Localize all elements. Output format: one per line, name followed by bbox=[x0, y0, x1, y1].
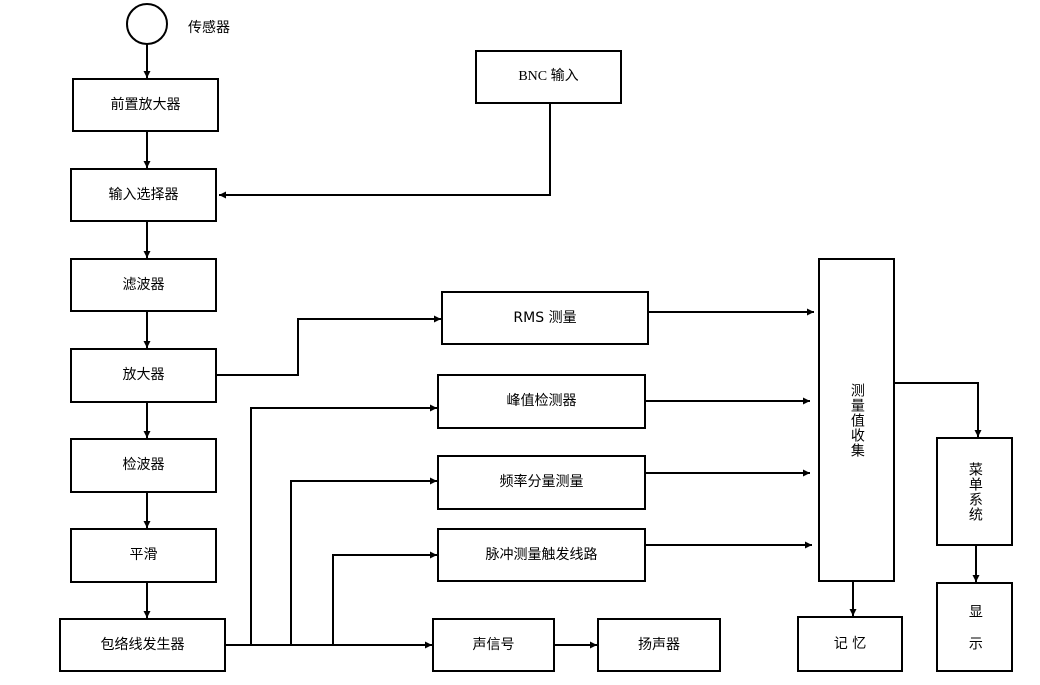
bnc-input-label: BNC 输入 bbox=[518, 68, 579, 84]
display-block: 显 示 bbox=[936, 582, 1013, 672]
rms-measure-label: RMS 测量 bbox=[513, 309, 577, 326]
speaker-block: 扬声器 bbox=[597, 618, 721, 672]
arrow-bnc-selector bbox=[219, 104, 551, 199]
sensor-label: 传感器 bbox=[188, 20, 230, 36]
input-selector-label: 输入选择器 bbox=[108, 186, 179, 203]
preamp-block: 前置放大器 bbox=[72, 78, 219, 132]
sound-signal-label: 声信号 bbox=[472, 636, 515, 653]
display-label: 显 示 bbox=[966, 603, 983, 651]
detector-label: 检波器 bbox=[122, 457, 165, 474]
envelope-generator-block: 包络线发生器 bbox=[59, 618, 226, 672]
filter-block: 滤波器 bbox=[70, 258, 217, 312]
speaker-label: 扬声器 bbox=[638, 636, 680, 653]
arrow-amplifier-rms bbox=[216, 315, 441, 376]
bnc-input-block: BNC 输入 bbox=[475, 50, 622, 104]
smoothing-block: 平滑 bbox=[70, 528, 217, 583]
input-selector-block: 输入选择器 bbox=[70, 168, 217, 222]
value-collect-label: 测量值收集 bbox=[848, 382, 865, 458]
amplifier-block: 放大器 bbox=[70, 348, 217, 403]
smoothing-label: 平滑 bbox=[129, 547, 158, 564]
sensor-circle bbox=[126, 3, 168, 45]
envelope-generator-label: 包络线发生器 bbox=[100, 636, 185, 653]
rms-measure-block: RMS 测量 bbox=[441, 291, 649, 345]
value-collect-block: 测量值收集 bbox=[818, 258, 895, 582]
detector-block: 检波器 bbox=[70, 438, 217, 493]
pulse-trigger-circuit-block: 脉冲测量触发线路 bbox=[437, 528, 646, 582]
freq-component-measure-block: 频率分量测量 bbox=[437, 455, 646, 510]
memory-label: 记 忆 bbox=[833, 635, 867, 652]
memory-block: 记 忆 bbox=[797, 616, 903, 672]
peak-detector-label: 峰值检测器 bbox=[506, 393, 577, 410]
sound-signal-block: 声信号 bbox=[432, 618, 555, 672]
arrow-collect-menu bbox=[894, 382, 982, 437]
menu-system-label: 菜单系统 bbox=[966, 461, 983, 522]
arrow-envelope-pulse bbox=[332, 551, 437, 645]
filter-label: 滤波器 bbox=[122, 276, 165, 293]
arrow-envelope-freq bbox=[290, 477, 437, 645]
preamp-label: 前置放大器 bbox=[110, 96, 181, 113]
pulse-trigger-circuit-label: 脉冲测量触发线路 bbox=[485, 546, 598, 563]
amplifier-label: 放大器 bbox=[122, 367, 165, 384]
peak-detector-block: 峰值检测器 bbox=[437, 374, 646, 429]
arrow-envelope-peak bbox=[250, 404, 437, 645]
freq-component-measure-label: 频率分量测量 bbox=[499, 474, 584, 491]
menu-system-block: 菜单系统 bbox=[936, 437, 1013, 546]
